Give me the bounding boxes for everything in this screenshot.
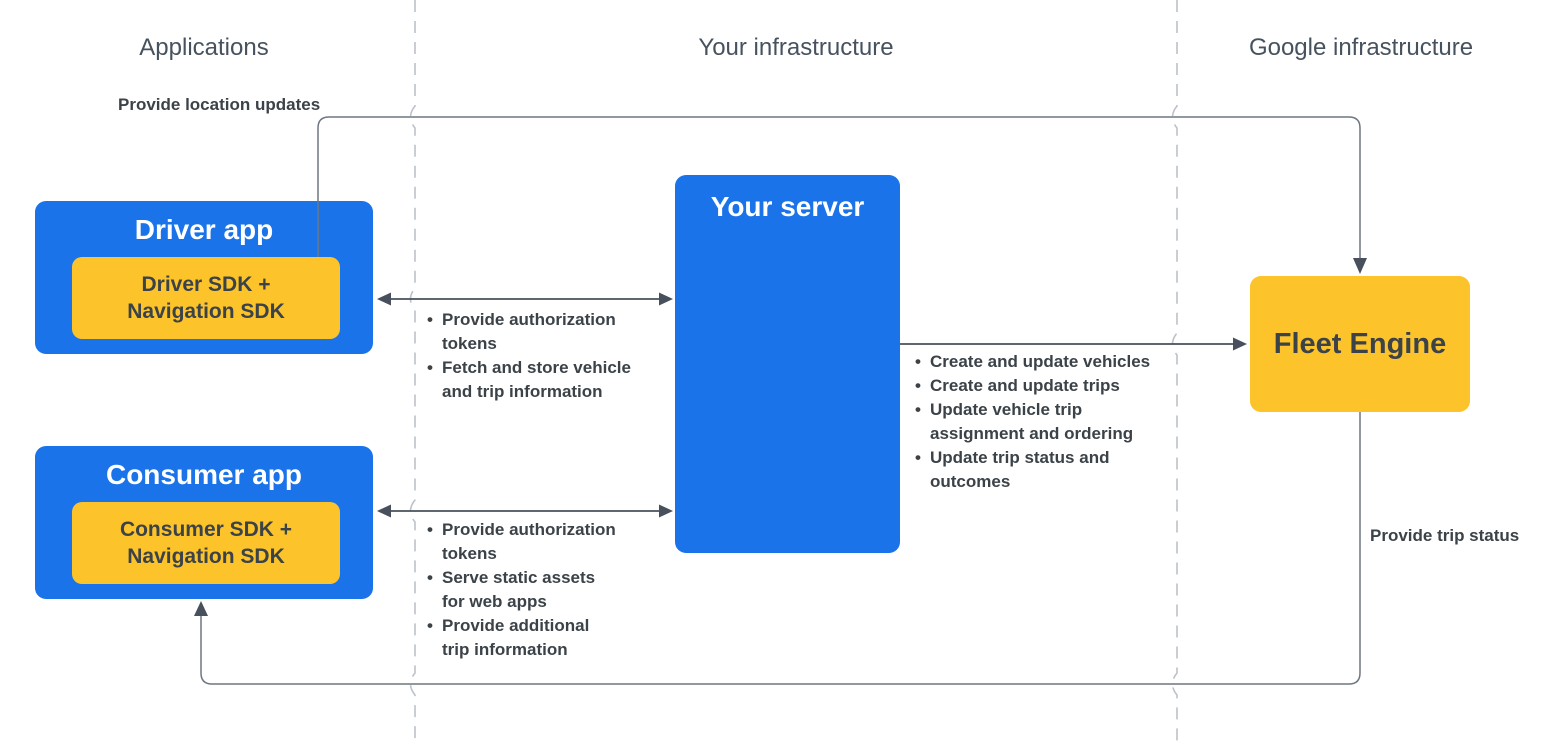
list-item: Serve static assets for web apps <box>427 566 667 614</box>
lane-header-google-infrastructure: Google infrastructure <box>1248 34 1474 61</box>
trip-status-arrowhead <box>194 601 208 616</box>
fleet-engine-box: Fleet Engine <box>1250 276 1470 412</box>
fleet-engine-title: Fleet Engine <box>1273 327 1447 360</box>
driver-app-title: Driver app <box>134 214 274 245</box>
list-item: Fetch and store vehicle and trip informa… <box>427 356 667 404</box>
driver-server-arrowhead-right <box>659 292 673 306</box>
lane-header-applications: Applications <box>139 34 269 61</box>
list-item: Create and update trips <box>915 374 1175 398</box>
list-item: Create and update vehicles <box>915 350 1175 374</box>
server-fleet-arrowhead <box>1233 337 1247 351</box>
your-server-title: Your server <box>710 191 865 222</box>
server-fleet-edge-list: Create and update vehicles Create and up… <box>915 350 1175 494</box>
provide-trip-status-label: Provide trip status <box>1370 526 1520 545</box>
driver-sdk-box: Driver SDK + Navigation SDK <box>72 257 340 339</box>
driver-server-arrowhead-left <box>377 292 391 306</box>
consumer-app-box: Consumer app Consumer SDK + Navigation S… <box>35 446 373 599</box>
consumer-server-arrowhead-left <box>377 504 391 518</box>
lane-divider-left <box>409 0 416 742</box>
list-item: Provide authorization tokens <box>427 308 667 356</box>
driver-app-box: Driver app Driver SDK + Navigation SDK <box>35 201 373 354</box>
consumer-server-edge-list: Provide authorization tokens Serve stati… <box>427 518 667 662</box>
location-updates-arrowhead <box>1353 258 1367 274</box>
list-item: Provide authorization tokens <box>427 518 667 566</box>
provide-location-updates-label: Provide location updates <box>118 95 321 114</box>
consumer-server-arrowhead-right <box>659 504 673 518</box>
driver-server-edge-list: Provide authorization tokens Fetch and s… <box>427 308 667 404</box>
lane-header-your-infrastructure: Your infrastructure <box>698 34 894 61</box>
list-item: Provide additional trip information <box>427 614 667 662</box>
list-item: Update vehicle trip assignment and order… <box>915 398 1175 446</box>
your-server-box: Your server <box>675 175 900 553</box>
consumer-app-title: Consumer app <box>105 459 303 490</box>
list-item: Update trip status and outcomes <box>915 446 1175 494</box>
consumer-sdk-box: Consumer SDK + Navigation SDK <box>72 502 340 584</box>
